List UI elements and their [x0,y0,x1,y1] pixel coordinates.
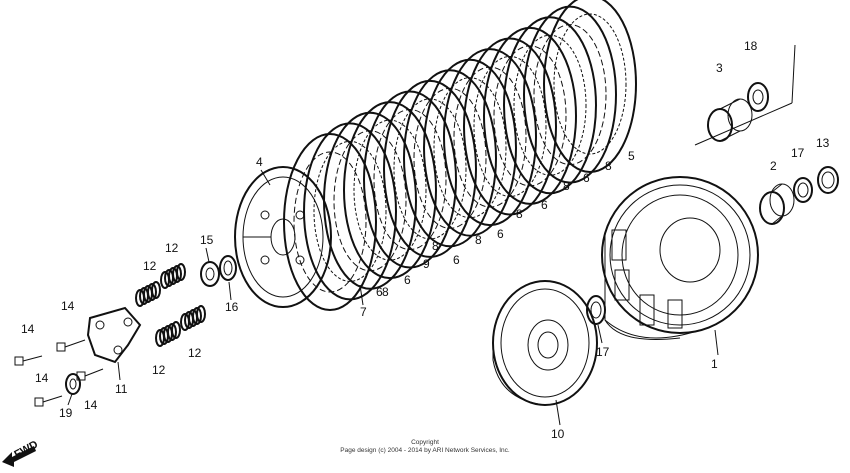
callout-12c: 12 [152,363,166,377]
washer-16 [219,255,237,281]
pressure-plate [234,166,332,308]
clutch-outer-housing [601,176,759,341]
spring-coil [171,321,181,339]
callout-14b: 14 [21,322,35,336]
callout-13: 13 [816,136,830,150]
callout-15: 15 [200,233,214,247]
callout-6d: 6 [453,253,460,267]
callout-7: 7 [360,305,367,319]
spring-coil [196,305,206,323]
clutch-plate-ring [403,69,497,248]
callout-14c: 14 [35,371,49,385]
callout-19: 19 [59,406,73,420]
spring-coil [147,283,157,301]
clutch-plate-ring [423,58,517,237]
callout-8a: 8 [605,159,612,173]
callout-18: 18 [744,39,758,53]
spring-coil [172,265,182,283]
callout-14d: 14 [84,398,98,412]
clutch-plate-stack [283,0,637,311]
callout-6e: 6 [404,273,411,287]
clutch-plate-ring [463,37,557,216]
callout-3: 3 [716,61,723,75]
leader-lines [67,169,719,426]
forward-direction-arrow: FWD [2,439,40,467]
callout-2: 2 [770,159,777,173]
lifter-plate [86,306,142,364]
callout-12d: 12 [188,346,202,360]
bearing-19 [65,373,81,395]
fwd-label: FWD [12,439,40,461]
callout-labels: 1 2 3 4 5 6 6 6 6 6 6 7 8 8 8 8 8 8 9 10… [21,39,830,441]
callout-12b: 12 [165,241,179,255]
callout-8f: 8 [382,285,389,299]
callout-11: 11 [115,382,128,396]
clutch-springs [135,263,206,347]
bearing-15 [200,261,220,287]
clutch-plate-ring [283,133,377,311]
bushing-2 [759,183,795,225]
clutch-plate-ring [443,48,537,227]
ring-13 [817,166,839,194]
callout-1: 1 [711,357,718,371]
copyright-title: Copyright [411,439,439,446]
clutch-center [492,280,598,406]
clutch-plate-ring [523,5,617,184]
spring-coil [176,263,186,281]
callout-17a: 17 [791,146,805,160]
callout-6b: 6 [541,198,548,212]
clutch-plate-ring [543,0,637,173]
callout-16: 16 [225,300,239,314]
callout-5: 5 [628,149,635,163]
spring-coil [167,323,177,341]
washer-17-lower [586,295,606,325]
callout-4: 4 [256,155,263,169]
clutch-plate-ring [383,79,477,258]
washer-18 [747,82,769,112]
callout-8c: 8 [516,207,523,221]
clutch-plate-ring [343,101,437,280]
clutch-plate-ring [303,122,397,301]
clutch-plate-inner-edge [553,13,627,155]
callout-8d: 8 [475,233,482,247]
bracket-lines [694,44,796,146]
callout-6a: 6 [583,171,590,185]
callout-14a: 14 [61,299,75,313]
callout-8e: 8 [432,239,439,253]
callout-10: 10 [551,427,565,441]
bolt-14-c [34,395,63,407]
clutch-plate-ring [363,90,457,269]
callout-6c: 6 [497,227,504,241]
clutch-plate-ring [483,26,577,205]
washer-17-upper [793,177,813,203]
bushing-3 [707,98,753,142]
callout-17b: 17 [596,345,610,359]
callout-9: 9 [423,257,430,271]
callout-12a: 12 [143,259,157,273]
bolt-14-a [14,355,43,366]
clutch-plate-ring [503,16,597,195]
spring-coil [192,307,202,325]
bolt-14-d [76,368,104,381]
bolt-14-b [56,339,86,352]
copyright-notice: Page design (c) 2004 - 2014 by ARI Netwo… [340,447,510,454]
spring-coil [151,281,161,299]
callout-6f: 6 [376,285,383,299]
callout-8b: 8 [563,179,570,193]
